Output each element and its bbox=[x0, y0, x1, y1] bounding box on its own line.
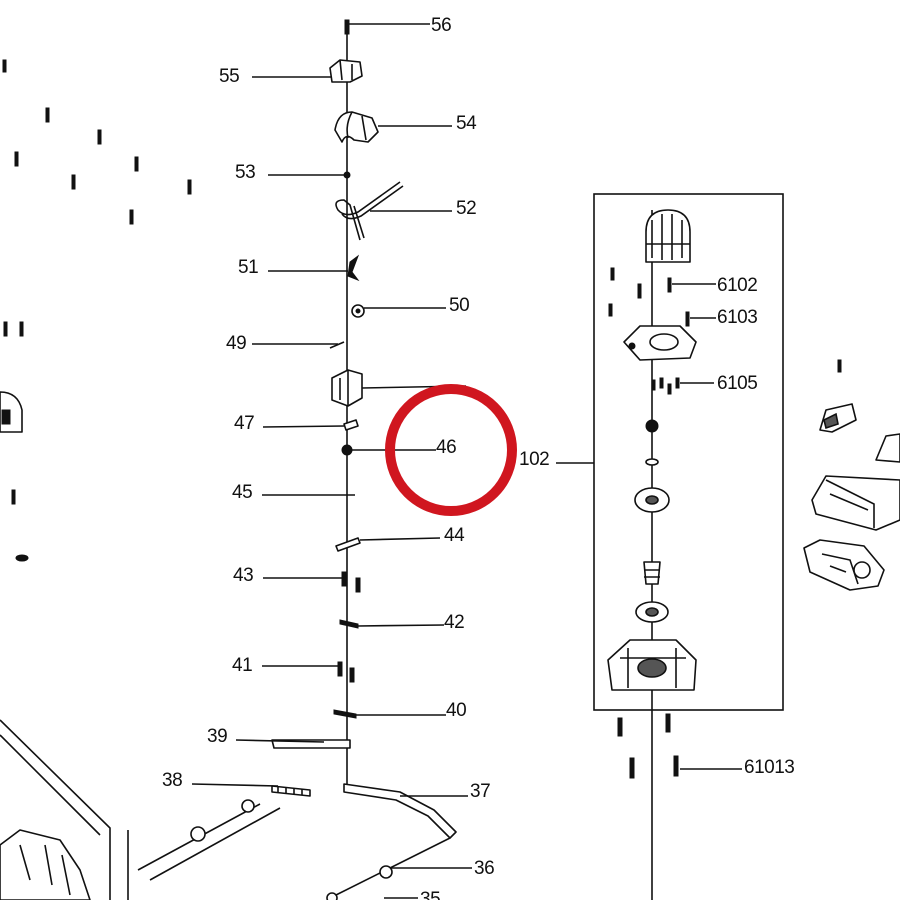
part-label-37: 37 bbox=[470, 781, 490, 802]
part-label-45: 45 bbox=[232, 482, 252, 503]
part-label-51: 51 bbox=[238, 257, 258, 278]
part-label-41: 41 bbox=[232, 655, 252, 676]
part-38-spring-pin: 38 bbox=[162, 770, 311, 797]
highlight-circle bbox=[385, 384, 517, 516]
subpart-label-6102: 6102 bbox=[717, 275, 757, 296]
part-label-42: 42 bbox=[444, 612, 464, 633]
subassembly-bottom-screws: 61013 bbox=[617, 690, 795, 900]
part-47-pin: 47 bbox=[234, 413, 359, 434]
part-54-bracket: 54 bbox=[334, 111, 478, 143]
part-52-spring-rod: 52 bbox=[335, 181, 477, 241]
part-36-shaft: 36 35 bbox=[137, 799, 495, 900]
part-44-rod: 44 bbox=[335, 525, 466, 552]
part-53-pin: 53 bbox=[235, 162, 351, 183]
scattered-screws-top-left bbox=[0, 59, 192, 562]
subassembly-label-102: 102 bbox=[519, 449, 549, 470]
right-side-parts bbox=[803, 359, 900, 591]
part-label-53: 53 bbox=[235, 162, 255, 183]
part-label-40: 40 bbox=[446, 700, 466, 721]
part-49-pin: 49 bbox=[226, 333, 345, 354]
part-label-38: 38 bbox=[162, 770, 182, 791]
part-label-49: 49 bbox=[226, 333, 246, 354]
subpart-label-6103: 6103 bbox=[717, 307, 757, 328]
part-40-pin: 40 bbox=[333, 700, 467, 721]
part-label-52: 52 bbox=[456, 198, 476, 219]
part-55-clip: 55 bbox=[219, 59, 363, 87]
part-41-screws: 41 bbox=[232, 655, 355, 683]
part-label-36: 36 bbox=[474, 858, 494, 879]
part-45-pin: 45 bbox=[232, 482, 355, 503]
part-50-washer: 50 bbox=[351, 295, 470, 318]
part-label-61013: 61013 bbox=[744, 757, 794, 778]
part-42-pin: 42 bbox=[339, 612, 465, 633]
subassembly-102: 102 6102 6103 6105 bbox=[519, 193, 784, 711]
part-37-lever: 37 bbox=[343, 781, 491, 839]
part-46-ball: 46 bbox=[341, 437, 457, 458]
part-label-55: 55 bbox=[219, 66, 239, 87]
lower-left-housing bbox=[0, 719, 129, 900]
part-label-50: 50 bbox=[449, 295, 469, 316]
part-label-56: 56 bbox=[431, 15, 451, 36]
part-label-46: 46 bbox=[436, 437, 456, 458]
part-43-screws: 43 bbox=[233, 565, 361, 593]
part-39-plate: 39 bbox=[207, 726, 351, 749]
subpart-label-6105: 6105 bbox=[717, 373, 757, 394]
part-label-44: 44 bbox=[444, 525, 465, 546]
part-51-hook: 51 bbox=[238, 254, 360, 282]
part-56-pin: 56 bbox=[344, 15, 452, 36]
part-label-43: 43 bbox=[233, 565, 253, 586]
part-label-39: 39 bbox=[207, 726, 227, 747]
part-label-35: 35 bbox=[420, 889, 440, 900]
part-label-54: 54 bbox=[456, 113, 477, 134]
part-label-47: 47 bbox=[234, 413, 254, 434]
